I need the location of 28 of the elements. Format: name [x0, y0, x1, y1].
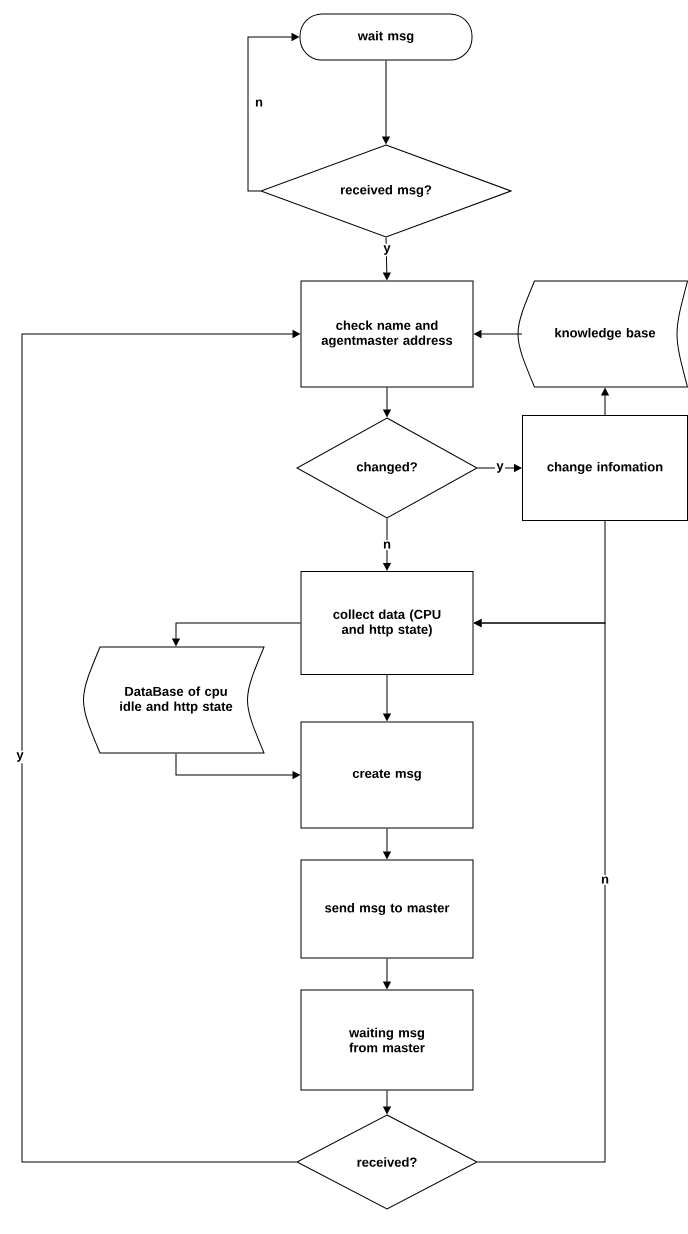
- arrow: [383, 518, 391, 571]
- process-box: collect data (CPU and http state): [300, 571, 474, 675]
- arrow: [383, 237, 391, 280]
- edge-label: y: [381, 243, 393, 257]
- arrow: [601, 388, 609, 416]
- arrow: [474, 619, 606, 1163]
- arrow: [383, 387, 391, 417]
- edge-label: y: [14, 750, 26, 764]
- arrow: [383, 958, 391, 989]
- process-box: create msg: [300, 721, 474, 829]
- arrow: [383, 1090, 391, 1114]
- arrow: [382, 60, 390, 144]
- arrow: [383, 674, 391, 721]
- arrow: [172, 622, 301, 646]
- process-box: change infomation: [522, 415, 688, 521]
- edge-label: n: [253, 98, 265, 108]
- edge-label: y: [494, 461, 506, 475]
- edge-label: n: [599, 875, 611, 885]
- arrow: [477, 464, 522, 472]
- arrow: [21, 330, 300, 1163]
- process-box: check name and agentmaster address: [300, 280, 474, 388]
- arrow: [247, 33, 299, 192]
- process-box: send msg to master: [300, 859, 474, 959]
- arrow: [175, 753, 300, 779]
- arrow: [383, 828, 391, 859]
- arrow: [474, 330, 523, 338]
- edge-label: n: [381, 540, 393, 550]
- process-box: waiting msg from master: [300, 989, 474, 1091]
